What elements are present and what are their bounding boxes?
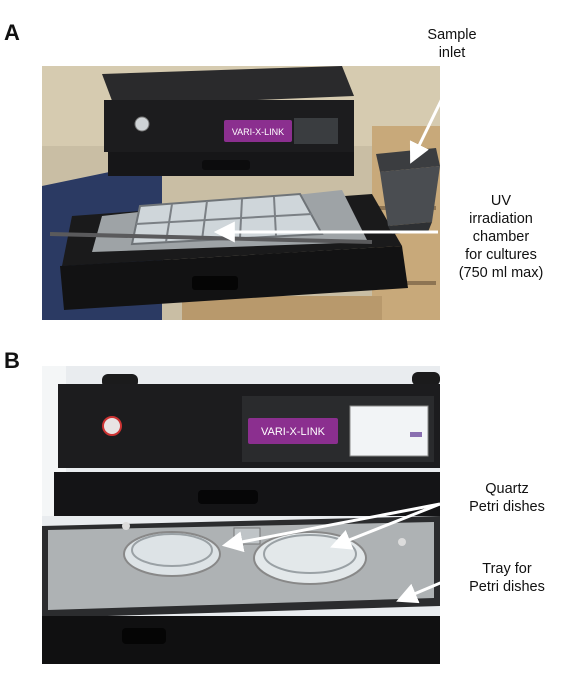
uv-chamber-line-3: chamber	[472, 229, 530, 245]
tray-line-1: Tray for	[482, 561, 532, 577]
uv-chamber-line-2: irradiation	[469, 211, 533, 227]
quartz-annotation: Quartz Petri dishes	[452, 480, 562, 516]
uv-chamber-annotation: UV irradiation chamber for cultures (750…	[446, 192, 556, 282]
sample-inlet-line-1: Sample	[427, 27, 477, 43]
panel-a-logo: VARI-X-LINK	[232, 127, 284, 137]
uv-chamber-line-4: for cultures	[465, 247, 537, 263]
sample-inlet-line-2: inlet	[438, 45, 466, 61]
tray-line-2: Petri dishes	[469, 579, 545, 595]
quartz-line-2: Petri dishes	[469, 499, 545, 515]
panel-b-label: B	[4, 348, 20, 373]
sample-inlet-annotation: Sample inlet	[404, 26, 500, 62]
uv-chamber-line-5: (750 ml max)	[458, 265, 544, 281]
uv-crosslinker-drawer-photo: VARI-X-LINK	[42, 66, 440, 320]
panel-a-photo: VARI-X-LINK	[42, 66, 440, 320]
uv-chamber-line-1: UV	[490, 193, 512, 209]
panel-a-label: A	[4, 20, 20, 45]
tray-annotation: Tray for Petri dishes	[452, 560, 562, 596]
panel-b-logo: VARI-X-LINK	[261, 426, 326, 438]
panel-b-photo: VARI-X-LINK	[42, 366, 440, 664]
quartz-line-1: Quartz	[485, 481, 529, 497]
petri-dish-tray-photo: VARI-X-LINK	[42, 366, 440, 664]
